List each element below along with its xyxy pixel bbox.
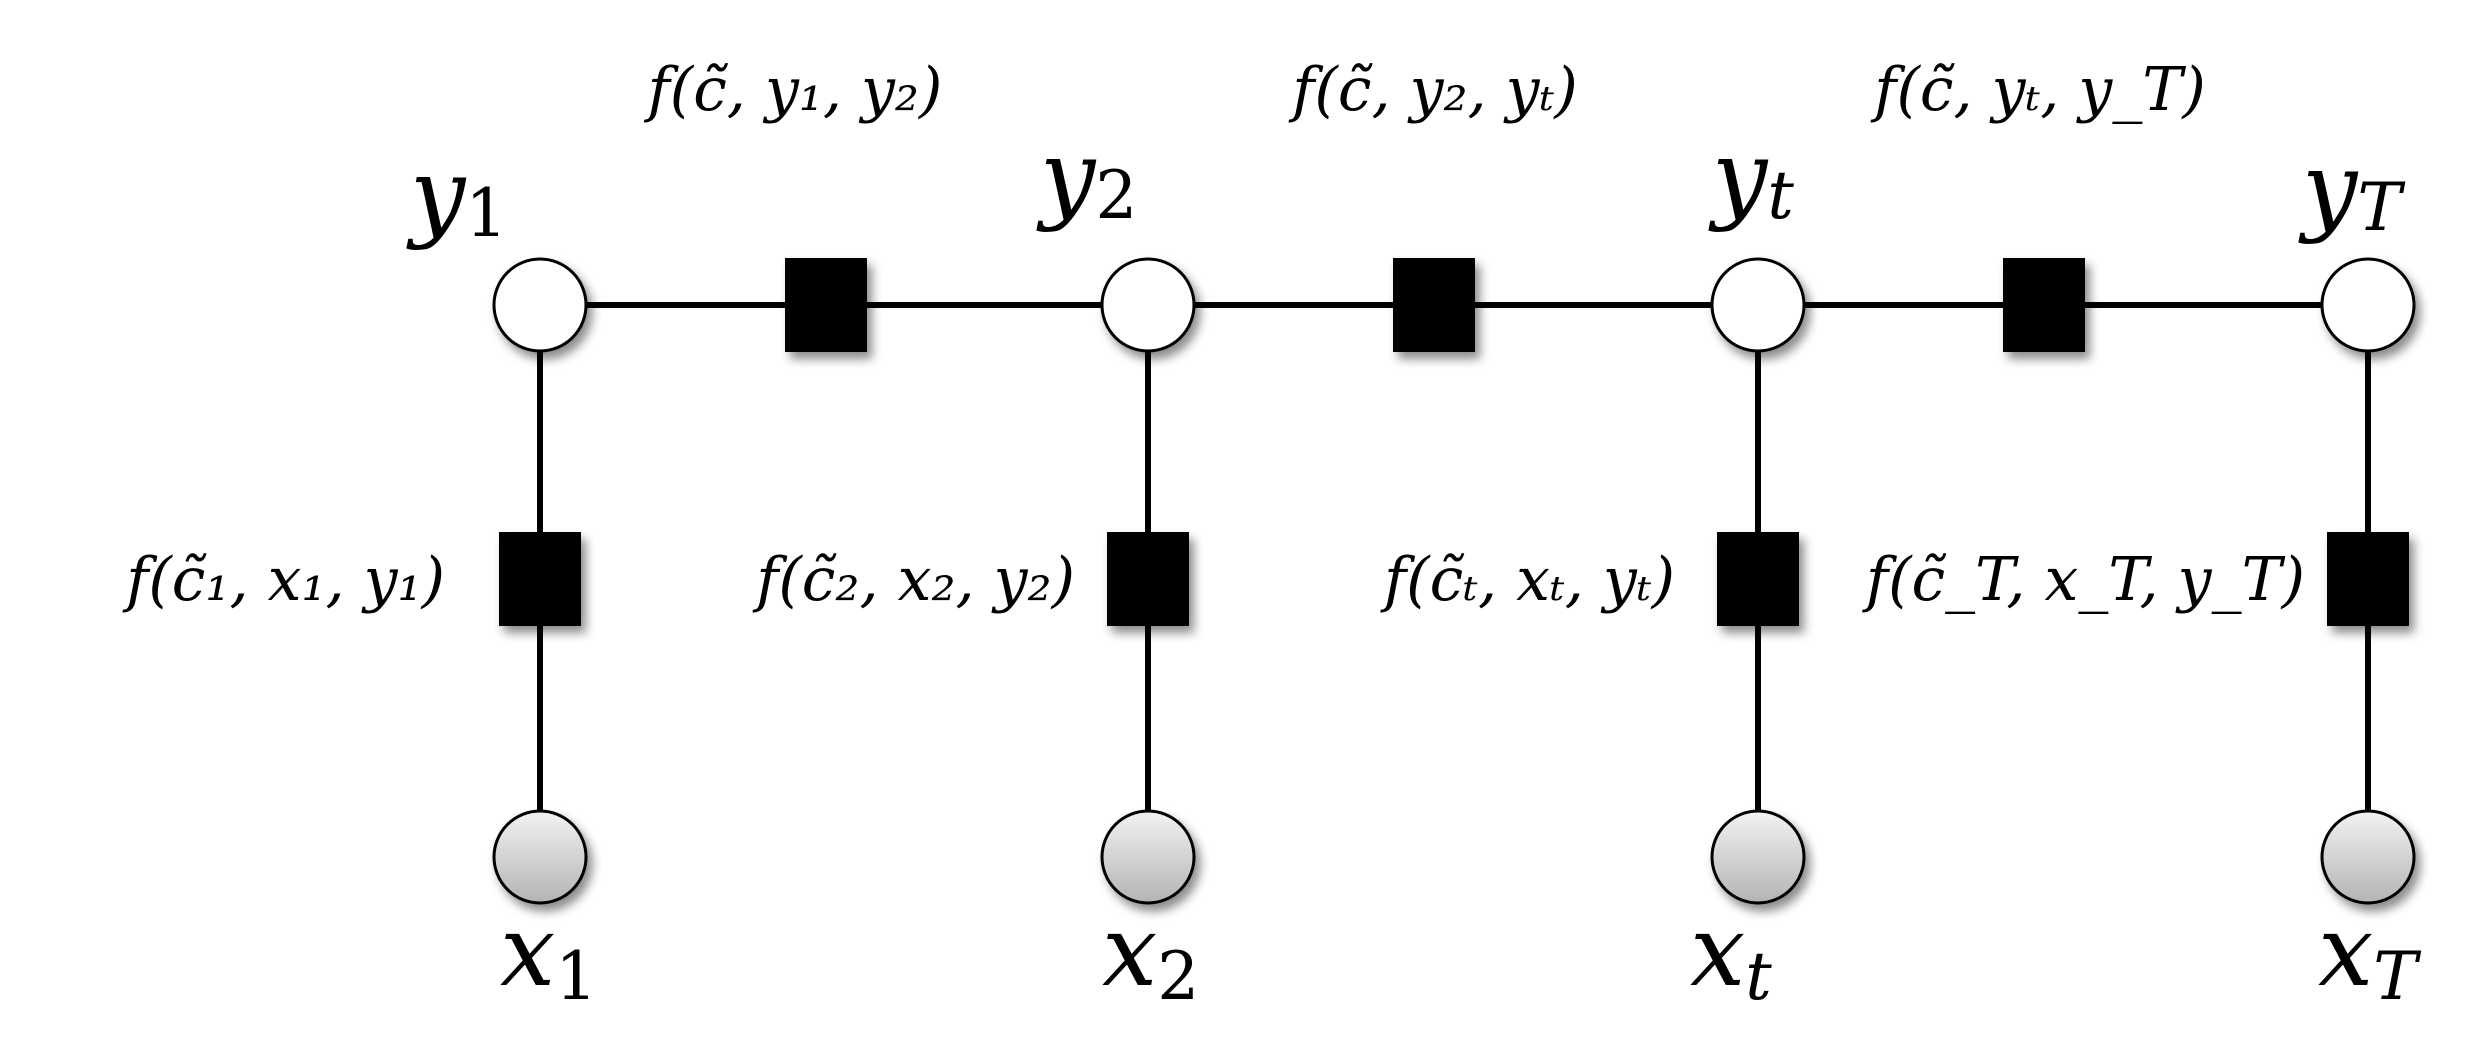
transition-factor-label-1: f(c̃̃, y₁, y₂) [644,55,943,125]
emission-factor-4 [2327,532,2409,626]
label-y2: y2 [1036,120,1137,234]
emission-factor-label-4: f(c̃_T, x_T, y_T) [1862,545,2305,615]
observed-node-xt [1710,809,1806,905]
label-x1: x1 [500,895,597,1015]
hidden-node-yt [1710,257,1806,353]
transition-factor-2 [1393,258,1475,352]
emission-factor-label-2: f(c̃₂, x₂, y₂) [752,545,1075,615]
hidden-node-yT [2320,257,2416,353]
transition-factor-3 [2003,258,2085,352]
emission-factor-1 [499,532,581,626]
label-x2: x2 [1102,895,1199,1015]
hidden-node-y1 [492,257,588,353]
transition-factor-label-3: f(c̃̃, yₜ, y_T) [1870,55,2206,125]
observed-node-x2 [1100,809,1196,905]
label-yt: yt [1708,120,1794,234]
transition-factor-1 [785,258,867,352]
label-yT: yT [2298,132,2406,246]
emission-factor-label-3: f(c̃ₜ, xₜ, yₜ) [1380,545,1675,615]
emission-factor-label-1: f(c̃₁, x₁, y₁) [122,545,445,615]
label-y1: y1 [406,138,507,252]
emission-factor-3 [1717,532,1799,626]
emission-factor-2 [1107,532,1189,626]
label-xt: xt [1690,895,1772,1015]
observed-node-xT [2320,809,2416,905]
label-xT: xT [2318,895,2422,1015]
hidden-node-y2 [1100,257,1196,353]
transition-factor-label-2: f(c̃̃, y₂, yₜ) [1288,55,1578,125]
observed-node-x1 [492,809,588,905]
